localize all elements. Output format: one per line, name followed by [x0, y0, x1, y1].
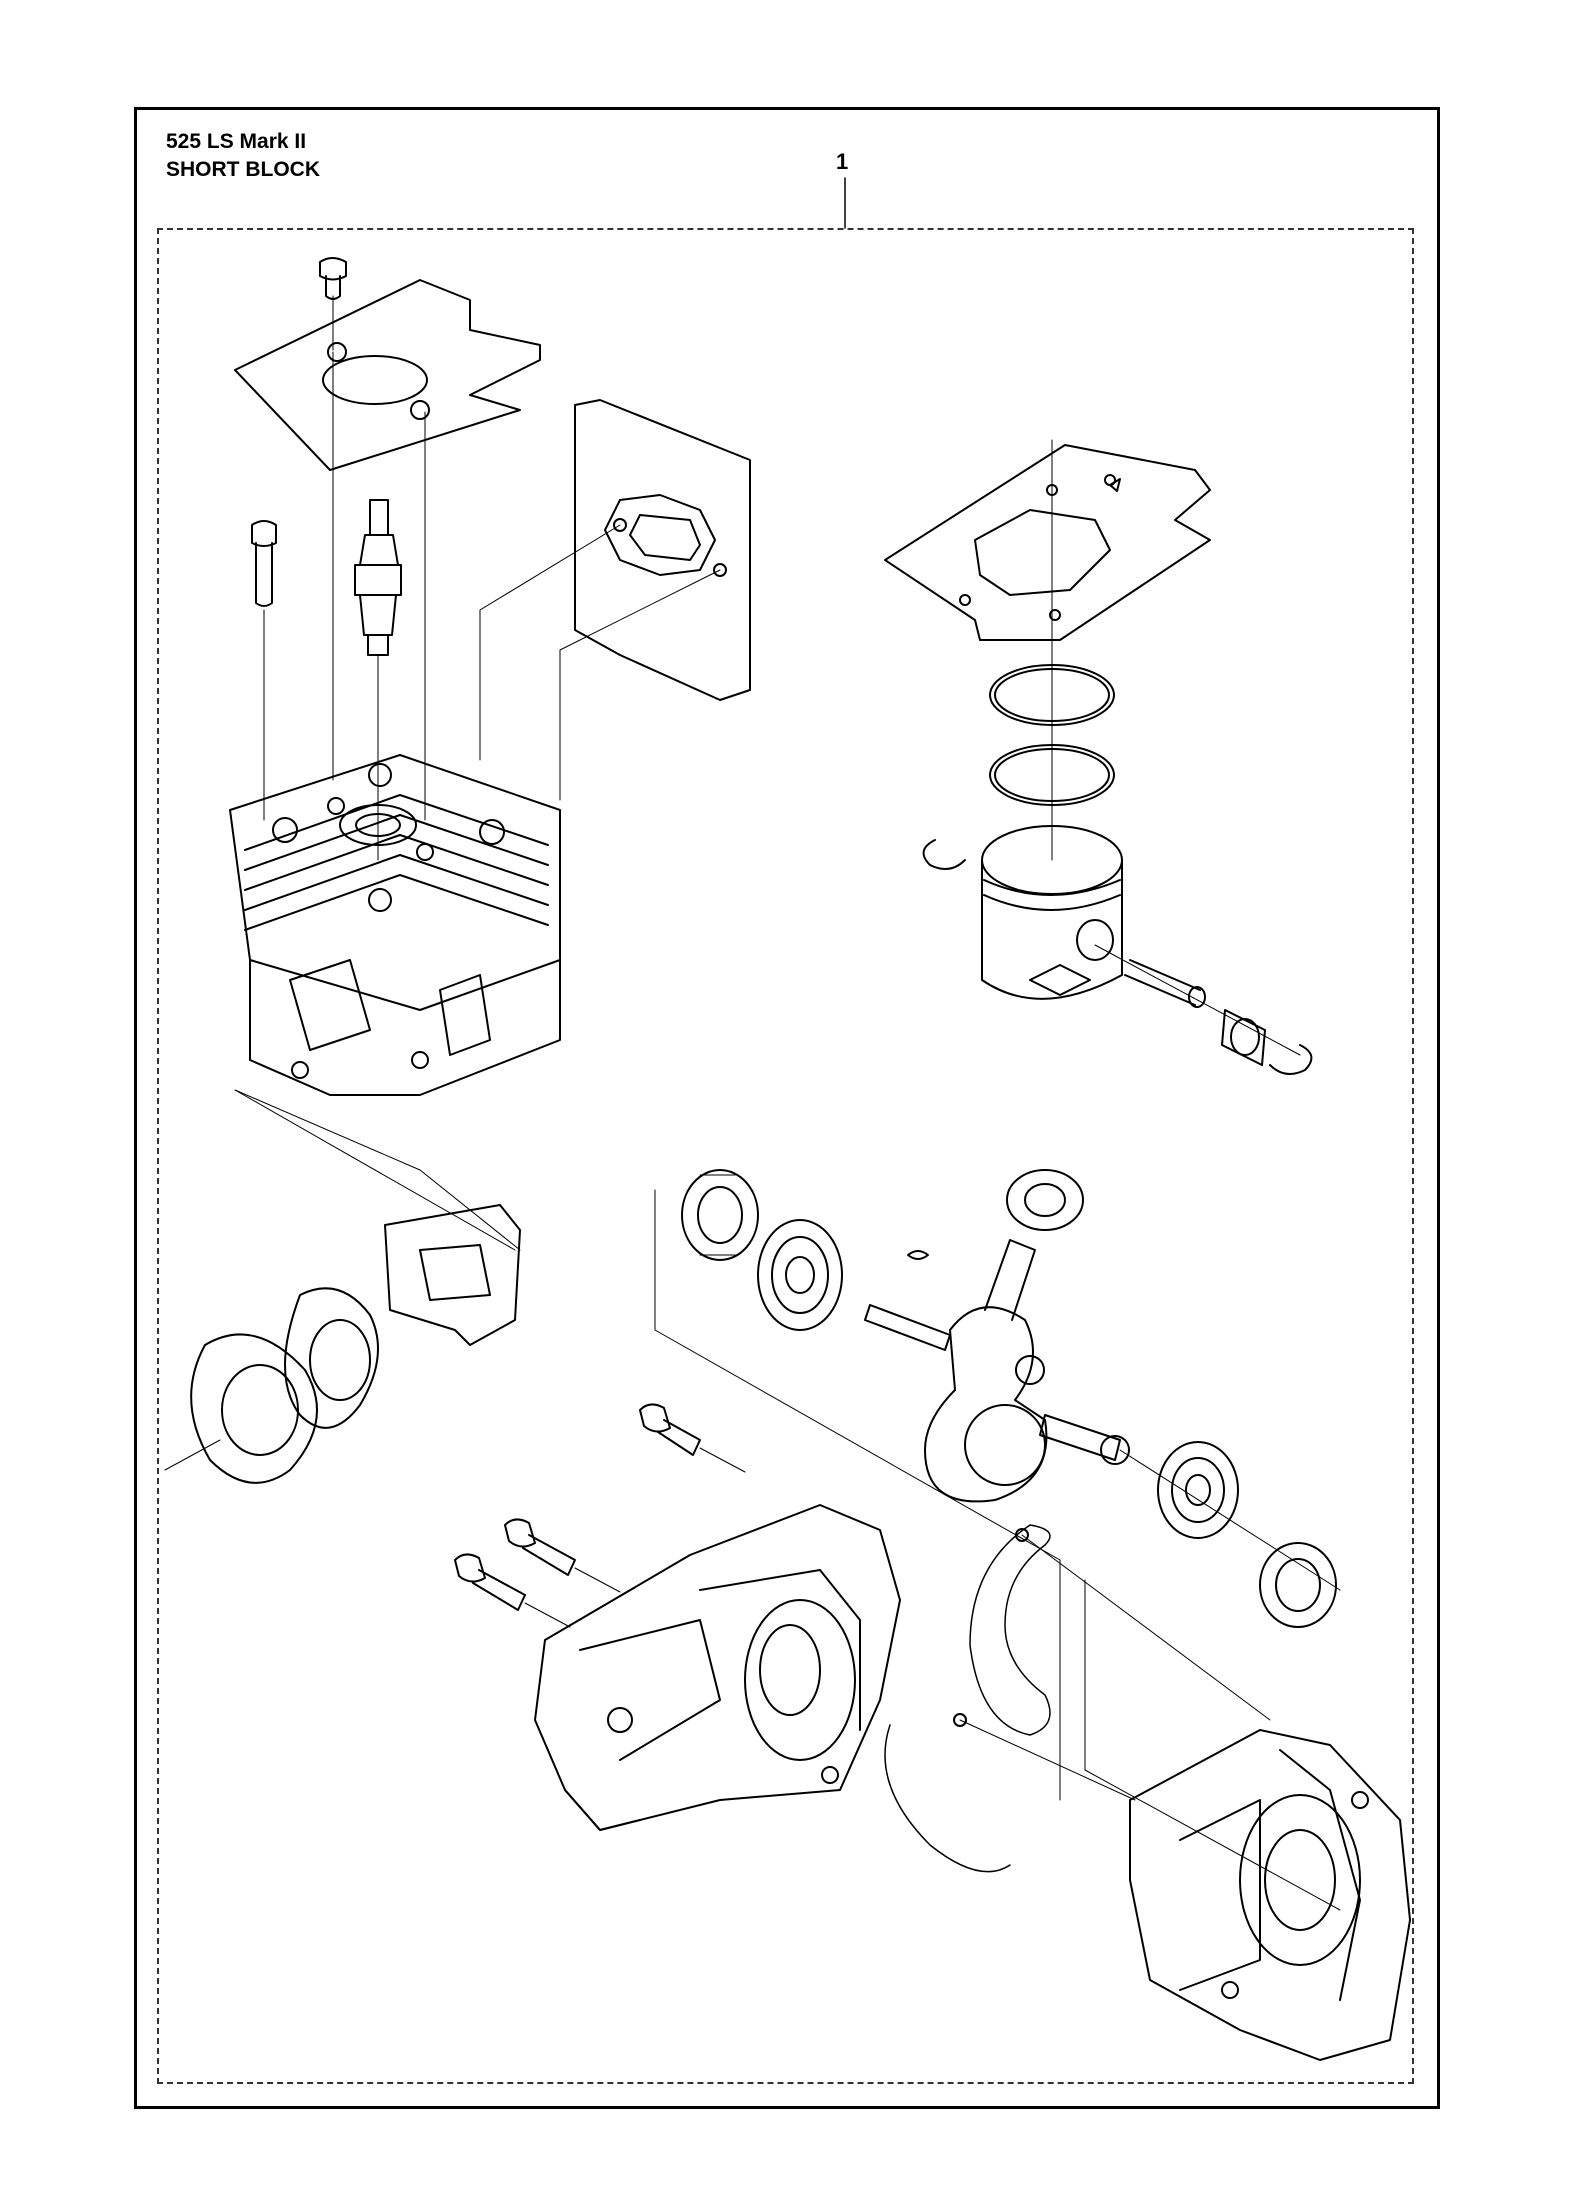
crankcase-screw-2 [504, 1518, 621, 1593]
intake-gasket-2 [284, 1287, 379, 1429]
diagram-title: 525 LS Mark II SHORT BLOCK [166, 128, 320, 184]
intake-gasket-3 [164, 1089, 516, 1484]
cylinder [229, 754, 561, 1251]
crank-seal-left [681, 1169, 759, 1261]
crankcase-group-bracket [1084, 1579, 1341, 1911]
intake-gasket-1 [384, 1204, 521, 1346]
woodruff-key [907, 1250, 929, 1260]
piston [981, 825, 1123, 1000]
heat-shield-plate [479, 399, 751, 801]
assembly-boundary [157, 228, 1414, 2084]
screw-top [319, 257, 347, 351]
circlip-left [922, 839, 966, 870]
spark-plug [354, 499, 402, 861]
section-name: SHORT BLOCK [166, 158, 320, 181]
crankcase-right [1129, 1729, 1411, 2061]
cylinder-bolt [251, 520, 277, 821]
crankshaft [864, 1169, 1130, 1503]
piston-pin [1094, 944, 1301, 1056]
crank-seal-right [1119, 1449, 1341, 1628]
crank-bearing-left [757, 1219, 843, 1331]
crankcase-screw-1 [639, 1403, 746, 1473]
crank-bearing-right [1157, 1441, 1239, 1539]
piston-rings [989, 664, 1115, 806]
crankcase-screw-3 [454, 1553, 571, 1628]
crankcase-gasket [884, 1524, 1271, 1873]
crank-group-bracket [654, 1189, 1061, 1801]
needle-bearing [1221, 1009, 1266, 1066]
page-frame [134, 107, 1440, 2109]
callout-label: 1 [836, 149, 849, 174]
cylinder-gasket [884, 439, 1211, 861]
circlip-right [1269, 1044, 1313, 1075]
model-name: 525 LS Mark II [166, 130, 307, 153]
crankcase-left [534, 1504, 901, 1831]
muffler-gasket-top [234, 279, 541, 821]
